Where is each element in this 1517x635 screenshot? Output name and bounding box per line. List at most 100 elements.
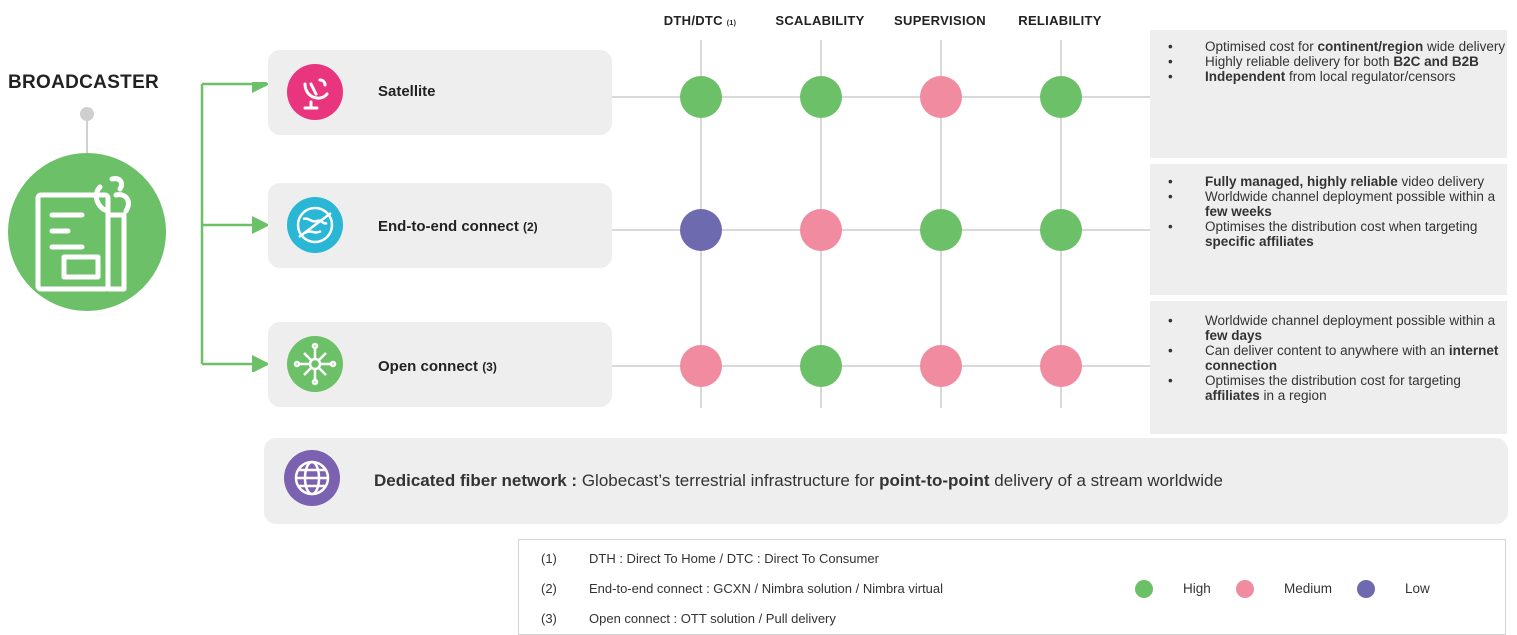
- fiber-network-label: Dedicated fiber network :: [374, 471, 578, 490]
- broadcast-building-icon: [8, 153, 166, 311]
- rating-node: [1040, 76, 1082, 118]
- benefit-item: •Can deliver content to anywhere with an…: [1150, 343, 1507, 373]
- footnote-number: (2): [541, 581, 557, 596]
- footnote-number: (1): [541, 551, 557, 566]
- globe-network-icon: [287, 197, 343, 253]
- rating-node: [1040, 209, 1082, 251]
- rating-node: [680, 76, 722, 118]
- column-header-footnote: (1): [726, 20, 737, 27]
- rating-node: [800, 345, 842, 387]
- fiber-network-description: Dedicated fiber network : Globecast’s te…: [374, 471, 1223, 491]
- column-header-scalability: SCALABILITY: [775, 13, 865, 28]
- bullet: •: [1168, 69, 1173, 84]
- legend-label: Low: [1405, 581, 1430, 596]
- footnote-row: (2) End-to-end connect : GCXN / Nimbra s…: [541, 581, 943, 596]
- connector-stem: [86, 121, 88, 153]
- fiber-text-pre: Globecast’s terrestrial infrastructure f…: [577, 471, 880, 490]
- benefit-text: in a region: [1259, 388, 1327, 403]
- legend-label: Medium: [1284, 581, 1333, 596]
- footnote-text: End-to-end connect : GCXN / Nimbra solut…: [589, 581, 944, 596]
- benefit-highlight: affiliates: [1205, 388, 1260, 403]
- rating-node: [680, 209, 722, 251]
- column-header-supervision: SUPERVISION: [894, 13, 986, 28]
- rating-node: [800, 209, 842, 251]
- solution-footnote: (2): [523, 220, 538, 234]
- benefit-highlight: Fully managed, highly reliable: [1205, 174, 1398, 189]
- bullet: •: [1168, 313, 1173, 328]
- solution-satellite: Satellite: [268, 50, 612, 135]
- solution-name: End-to-end connect: [378, 218, 519, 235]
- legend-dot: [1236, 580, 1254, 598]
- footnotes-panel: (1) DTH : Direct To Home / DTC : Direct …: [518, 539, 1506, 635]
- bullet: •: [1168, 54, 1173, 69]
- benefit-item: •Worldwide channel deployment possible w…: [1150, 313, 1507, 343]
- fiber-text-bold: point-to-point: [879, 471, 990, 490]
- footnote-text: DTH : Direct To Home / DTC : Direct To C…: [589, 551, 879, 566]
- benefit-item: •Optimises the distribution cost for tar…: [1150, 373, 1507, 403]
- distribution-arrows: [200, 82, 270, 372]
- footnote-row: (1) DTH : Direct To Home / DTC : Direct …: [541, 551, 879, 566]
- benefit-text: Optimises the distribution cost when tar…: [1205, 219, 1478, 234]
- benefit-item: • Optimises the distribution cost when ta…: [1150, 219, 1507, 249]
- solution-footnote: (3): [482, 360, 497, 374]
- benefits-satellite: •Optimised cost for continent/region wid…: [1150, 30, 1507, 158]
- bullet: •: [1168, 39, 1173, 54]
- satellite-dish-icon: [287, 64, 343, 120]
- benefit-highlight: internet connection: [1205, 343, 1499, 373]
- benefit-text: Optimised cost for: [1205, 39, 1318, 54]
- benefit-item: • Highly reliable delivery for both B2C a…: [1150, 54, 1507, 69]
- solution-end-to-end-connect: End-to-end connect (2): [268, 183, 612, 268]
- benefit-highlight: few weeks: [1205, 204, 1272, 219]
- benefit-text: video delivery: [1397, 174, 1485, 189]
- solution-name: Open connect: [378, 358, 479, 375]
- fiber-text-post: delivery of a stream worldwide: [989, 471, 1223, 490]
- solution-label: Satellite: [378, 83, 436, 100]
- grid-line: [612, 365, 1152, 367]
- column-header-label: DTH/DTC: [663, 13, 723, 28]
- benefit-list: •Worldwide channel deployment possible w…: [1150, 313, 1507, 403]
- rating-node: [920, 76, 962, 118]
- footnote-text: Open connect : OTT solution / Pull deliv…: [589, 611, 836, 626]
- benefit-text: Highly reliable delivery for both: [1205, 54, 1394, 69]
- globe-icon: [284, 450, 340, 506]
- connector-dot: [80, 107, 94, 121]
- rating-node: [920, 209, 962, 251]
- benefits-end-to-end-connect: • Fully managed, highly reliable video de…: [1150, 164, 1507, 295]
- rating-node: [800, 76, 842, 118]
- legend-dot: [1135, 580, 1153, 598]
- rating-node: [680, 345, 722, 387]
- grid-line: [612, 229, 1152, 231]
- benefit-item: •Fully managed, highly reliable video de…: [1150, 174, 1507, 189]
- broadcaster-title: BROADCASTER: [8, 72, 160, 93]
- column-header-dth-dtc: DTH/DTC (1): [655, 13, 745, 28]
- benefit-highlight: few days: [1205, 328, 1263, 343]
- rating-node: [1040, 345, 1082, 387]
- benefit-highlight: B2C and B2B: [1393, 54, 1479, 69]
- grid-line: [612, 96, 1152, 98]
- legend-label: High: [1183, 581, 1211, 596]
- solution-label: End-to-end connect (2): [378, 218, 538, 235]
- fiber-network-panel: Dedicated fiber network : Globecast’s te…: [264, 438, 1508, 524]
- footnote-number: (3): [541, 611, 557, 626]
- column-header-reliability: RELIABILITY: [1018, 13, 1102, 28]
- solution-open-connect: Open connect (3): [268, 322, 612, 407]
- benefit-item: •Worldwide channel deployment possible w…: [1150, 189, 1507, 219]
- benefit-list: • Fully managed, highly reliable video de…: [1150, 174, 1507, 249]
- network-hub-icon: [287, 336, 343, 392]
- benefit-item: • Independent from local regulator/censor…: [1150, 69, 1507, 84]
- benefit-highlight: specific affiliates: [1205, 234, 1314, 249]
- benefit-highlight: Independent: [1205, 69, 1286, 84]
- benefit-text: Can deliver content to anywhere with an: [1205, 343, 1449, 358]
- bullet: •: [1168, 219, 1173, 234]
- bullet: •: [1168, 373, 1173, 388]
- benefit-item: •Optimised cost for continent/region wid…: [1150, 39, 1507, 54]
- benefit-text: from local regulator/censors: [1285, 69, 1456, 84]
- benefit-text: Worldwide channel deployment possible wi…: [1205, 189, 1496, 204]
- benefit-highlight: continent/region: [1317, 39, 1424, 54]
- benefits-open-connect: •Worldwide channel deployment possible w…: [1150, 301, 1507, 434]
- legend-dot: [1357, 580, 1375, 598]
- footnote-row: (3) Open connect : OTT solution / Pull d…: [541, 611, 836, 626]
- solution-label: Open connect (3): [378, 358, 497, 375]
- benefit-list: •Optimised cost for continent/region wid…: [1150, 39, 1507, 84]
- solution-name: Satellite: [378, 83, 436, 100]
